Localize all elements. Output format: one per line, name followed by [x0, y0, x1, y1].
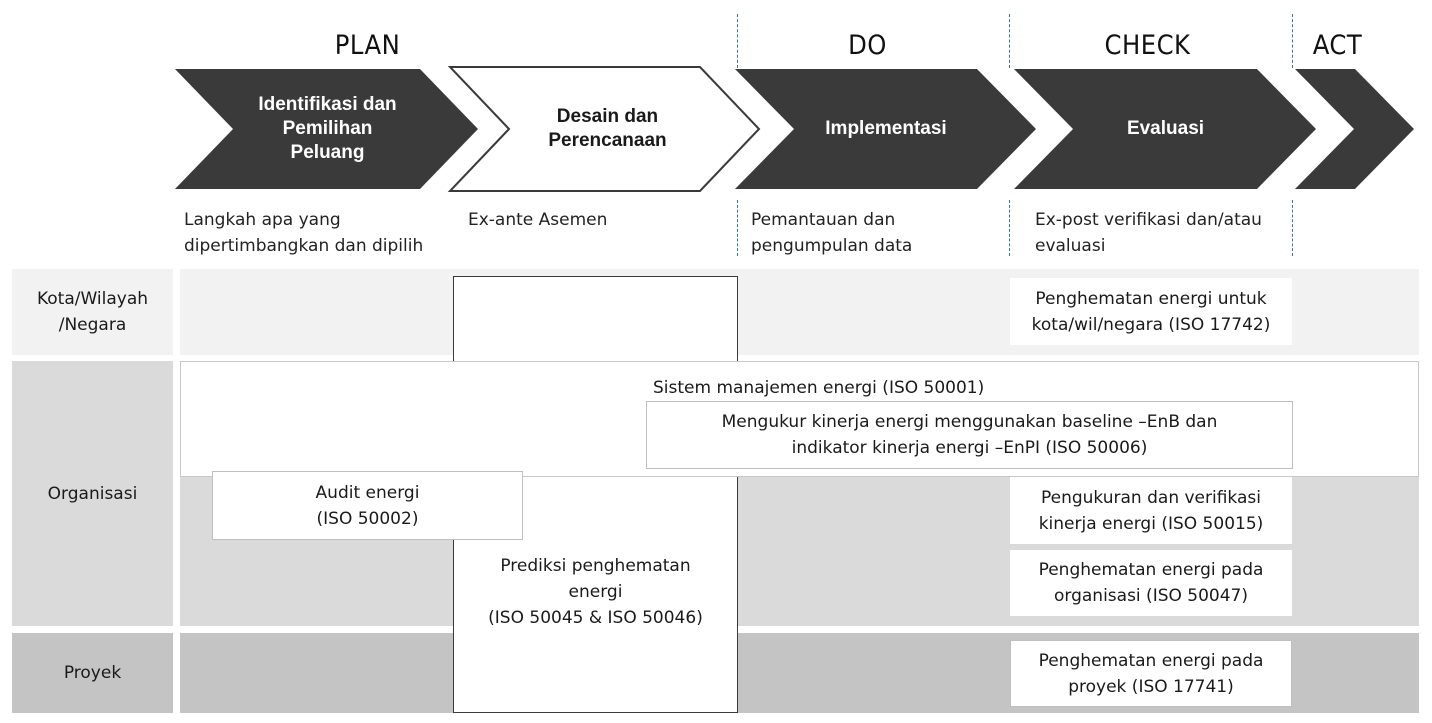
description-identifikasi: Langkah apa yang dipertimbangkan dan dip… [184, 210, 424, 256]
separator-do [737, 14, 738, 68]
process-chevrons [175, 66, 1414, 192]
chevron-act [1295, 69, 1414, 189]
row-kota-label-bg [12, 269, 173, 355]
row-organisasi-label-bg [12, 361, 173, 626]
description-desain: Ex-ante Asemen [468, 210, 608, 230]
step-implementasi-label: Implementasi [825, 118, 947, 139]
prediksi-label: Prediksi penghematan energi (ISO 50045 &… [488, 556, 703, 628]
row-label-kota: Kota/Wilayah /Negara [36, 289, 149, 335]
audit-energi-box: Audit energi (ISO 50002) [212, 471, 523, 540]
separator-act [1292, 14, 1293, 68]
mengukur-kinerja-box: Mengukur kinerja energi menggunakan base… [646, 401, 1293, 469]
step-identifikasi-label: Identifikasi dan Pemilihan Peluang [258, 94, 397, 163]
chevron-evaluasi [1014, 69, 1316, 189]
phase-check: CHECK [1104, 30, 1191, 61]
phase-do: DO [848, 30, 887, 61]
penghematan-proyek-box: Penghematan energi pada proyek (ISO 1774… [1010, 640, 1292, 707]
separator-do-lower [737, 200, 738, 256]
row-label-proyek: Proyek [63, 663, 122, 683]
row-label-organisasi: Organisasi [47, 483, 138, 504]
chevron-desain [447, 66, 761, 192]
description-evaluasi: Ex-post verifikasi dan/atau evaluasi [1035, 210, 1262, 256]
sistem-manajemen-label: Sistem manajemen energi (ISO 50001) [653, 378, 985, 398]
description-implementasi: Pemantauan dan pengumpulan data [751, 210, 913, 256]
kota-iso-box: Penghematan energi untuk kota/wil/negara… [1010, 278, 1292, 345]
penghematan-organisasi-box: Penghematan energi pada organisasi (ISO … [1010, 550, 1292, 616]
row-proyek-label-bg [12, 633, 173, 713]
separator-check-lower [1009, 200, 1010, 256]
pengukuran-verifikasi-box: Pengukuran dan verifikasi kinerja energi… [1010, 477, 1292, 544]
chevron-identifikasi [175, 69, 478, 189]
separator-act-lower [1292, 200, 1293, 256]
separator-check [1009, 14, 1010, 68]
phase-act: ACT [1312, 30, 1363, 61]
step-evaluasi-label: Evaluasi [1126, 118, 1205, 139]
phase-plan: PLAN [334, 30, 401, 61]
chevron-implementasi [735, 69, 1036, 189]
step-desain-label: Desain dan Perencanaan [548, 106, 667, 151]
